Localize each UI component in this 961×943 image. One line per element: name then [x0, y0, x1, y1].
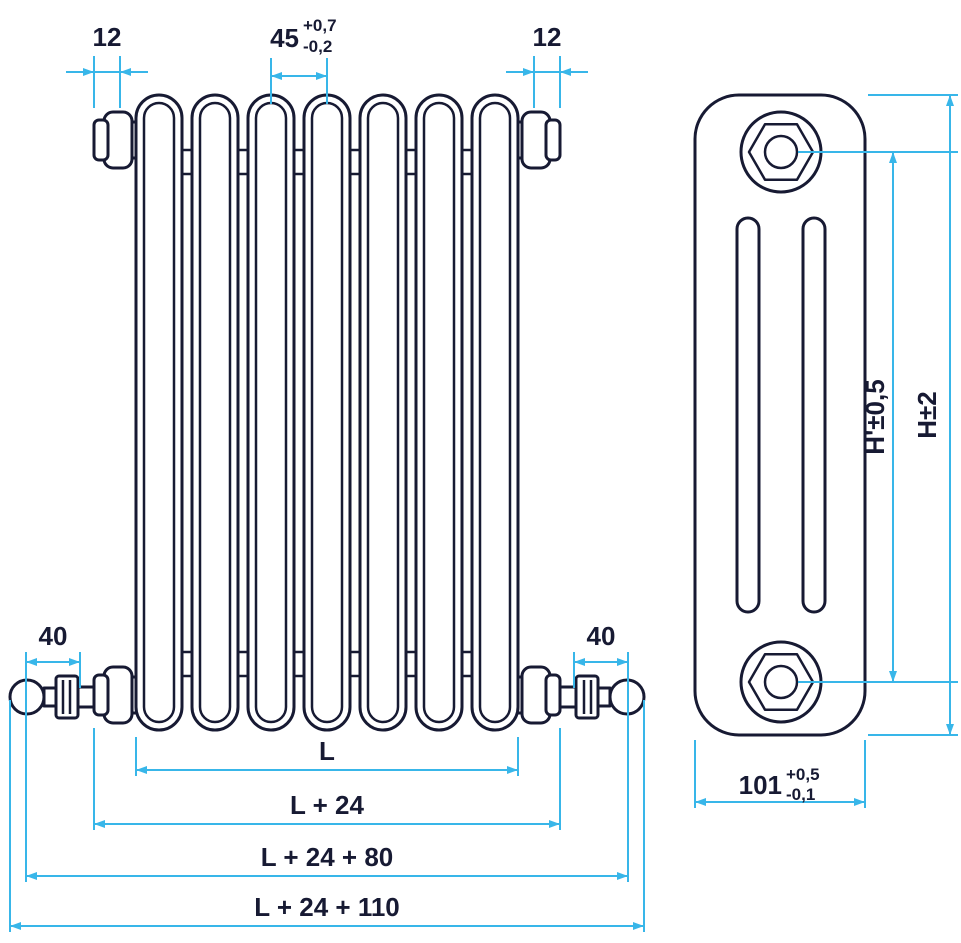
dimension-label: L [319, 736, 335, 766]
radiator-tube-inner [422, 101, 456, 724]
dimension-12-right: 12 [506, 22, 588, 108]
valve-nut-ridges-left [61, 680, 72, 714]
front-view [8, 93, 646, 732]
dimension-40-left: 40 [25, 621, 81, 882]
valve-nut-right [574, 674, 600, 720]
bushing-cap [92, 673, 110, 717]
plug-hexagon [747, 653, 815, 711]
dimension-L24: L + 24 [93, 728, 561, 830]
extension-lines [270, 58, 328, 104]
section-connectors-bottom [182, 650, 472, 678]
dimensions: 12 12 45 +0,7 -0,2 40 40 [9, 16, 958, 932]
valve-nut-ridges-right [582, 680, 593, 714]
radiator-tube-inner [478, 101, 512, 724]
extension-lines [694, 740, 866, 808]
bushing-cap [544, 673, 562, 717]
bushing-cap [544, 118, 562, 162]
dimension-label: H±2 [912, 391, 942, 439]
extension-lines [533, 56, 561, 108]
extension-lines [9, 700, 645, 932]
tolerance-plus: +0,5 [786, 765, 820, 784]
valve-nut-left [54, 674, 80, 720]
dimension-label: 12 [93, 22, 122, 52]
tolerance-plus: +0,7 [303, 16, 337, 35]
tolerance-minus: -0,1 [786, 785, 815, 804]
radiator-columns [134, 93, 520, 732]
dimension-label: L + 24 [290, 790, 365, 820]
dimension-label: 40 [39, 621, 68, 651]
extension-lines [798, 151, 958, 683]
dimension-45: 45 +0,7 -0,2 [270, 16, 337, 104]
dimension-L24-110: L + 24 + 110 [9, 700, 645, 932]
side-slot-right [801, 216, 827, 614]
section-connectors-top [182, 148, 472, 176]
dimension-label: 40 [587, 621, 616, 651]
side-slot-left [735, 216, 761, 614]
plug-inner-circle [763, 664, 799, 700]
dimension-label: H'±0,5 [860, 379, 890, 454]
radiator-tube [190, 93, 240, 732]
tolerance-minus: -0,2 [303, 37, 332, 56]
valve-stem-left [42, 686, 58, 708]
extension-lines [93, 56, 121, 108]
dimension-L24-80: L + 24 + 80 [26, 842, 628, 880]
plug-inner-circle [763, 134, 799, 170]
dimension-label: L + 24 + 110 [254, 892, 400, 922]
side-view [693, 93, 867, 737]
dimension-H-inner: H'±0,5 [798, 151, 958, 683]
dimension-40-right: 40 [573, 621, 629, 882]
bushing-bottom-right [514, 665, 562, 725]
plug-hexagon [747, 123, 815, 181]
dimension-L: L [135, 736, 519, 776]
bushing-cap [92, 118, 110, 162]
extension-lines [868, 94, 958, 736]
valve-right [556, 674, 646, 720]
dimension-label: 101 [739, 770, 782, 800]
bushing-bottom-left [92, 665, 140, 725]
radiator-tube-inner [142, 101, 176, 724]
radiator-tube-inner [366, 101, 400, 724]
dimension-label: 45 [270, 23, 299, 53]
valve-stem-right [596, 686, 612, 708]
dimension-H-outer: H±2 [868, 94, 958, 736]
radiator-tube [414, 93, 464, 732]
extension-lines [25, 652, 81, 882]
radiator-tube [470, 93, 520, 732]
radiator-tube [358, 93, 408, 732]
bushing-top-left [92, 110, 140, 170]
radiator-tube-inner [198, 101, 232, 724]
dimension-label: L + 24 + 80 [261, 842, 394, 872]
dimension-12-left: 12 [66, 22, 148, 108]
extension-lines [93, 728, 561, 830]
bushing-top-right [514, 110, 562, 170]
dimension-label: 12 [533, 22, 562, 52]
dimension-101: 101 +0,5 -0,1 [694, 740, 866, 808]
radiator-tube [134, 93, 184, 732]
